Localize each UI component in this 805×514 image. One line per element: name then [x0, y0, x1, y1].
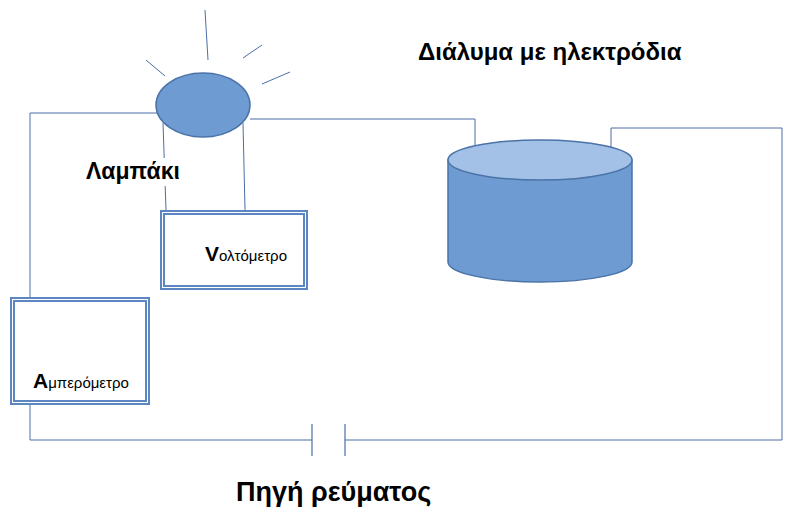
wire — [30, 405, 312, 440]
ammeter-box: Aμπερόμετρο — [10, 297, 150, 405]
lamp-outline — [155, 72, 251, 138]
light-ray — [262, 72, 290, 84]
light-ray — [243, 45, 262, 58]
battery-plates — [305, 420, 353, 460]
wire — [30, 113, 157, 297]
lamp-bulb: Λαμπάκι — [155, 72, 251, 138]
solution-surface — [448, 140, 632, 180]
light-ray — [146, 60, 165, 76]
meter-label: Aμπερόμετρο — [33, 368, 145, 393]
wire — [250, 119, 475, 146]
part-label: Λαμπάκι — [83, 158, 183, 186]
part-label: Πηγή ρεύματος — [233, 476, 434, 508]
light-ray — [205, 10, 208, 60]
power-source: Πηγή ρεύματος — [305, 420, 353, 460]
part-label: Διάλυμα με ηλεκτρόδια — [415, 38, 684, 67]
battery-plate — [311, 424, 312, 456]
meter-label: Vολτόμετρο — [205, 241, 303, 266]
beaker-outline — [447, 140, 633, 282]
bulb — [156, 73, 250, 137]
electrolyte-beaker: Διάλυμα με ηλεκτρόδια — [447, 140, 633, 282]
wire — [345, 128, 782, 440]
voltmeter-box: Vολτόμετρο — [160, 210, 308, 290]
wire — [243, 123, 245, 210]
battery-plate — [344, 424, 345, 456]
